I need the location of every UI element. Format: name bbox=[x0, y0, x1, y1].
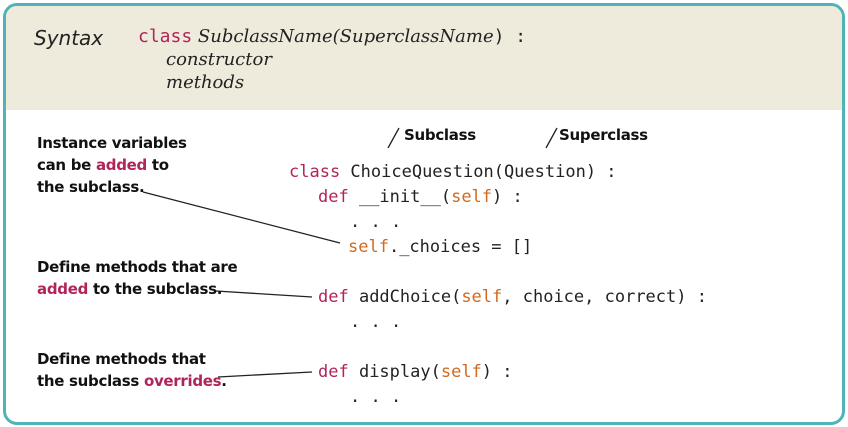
define-added-note: Define methods that are added to the sub… bbox=[37, 258, 238, 298]
code-display-line: def display(self) : bbox=[318, 362, 513, 382]
subclass-name: SubclassName bbox=[197, 26, 333, 47]
code-ellipsis-2: . . . bbox=[350, 312, 402, 332]
code-addchoice-line: def addChoice(self, choice, correct) : bbox=[318, 287, 707, 307]
syntax-constructor: constructor bbox=[166, 49, 272, 70]
instance-vars-note: Instance variables can be added to the s… bbox=[37, 134, 187, 196]
superclass-pointer bbox=[545, 127, 558, 149]
subclass-pointer bbox=[387, 127, 400, 149]
code-init-line: def __init__(self) : bbox=[318, 187, 523, 207]
instance-vars-leader bbox=[142, 191, 341, 244]
subclass-callout: Subclass bbox=[404, 126, 476, 144]
code-class-line: class ChoiceQuestion(Question) : bbox=[289, 162, 617, 182]
superclass-name: SuperclassName bbox=[339, 26, 494, 47]
syntax-header: Syntax class SubclassName(SuperclassName… bbox=[6, 6, 842, 110]
define-added-leader bbox=[215, 290, 313, 298]
syntax-box: Syntax class SubclassName(SuperclassName… bbox=[3, 3, 845, 425]
syntax-methods: methods bbox=[166, 72, 245, 93]
define-overrides-note: Define methods that the subclass overrid… bbox=[37, 350, 227, 390]
code-ellipsis-1: . . . bbox=[350, 212, 402, 232]
syntax-class-line: class SubclassName(SuperclassName) : bbox=[138, 26, 527, 47]
code-ellipsis-3: . . . bbox=[350, 387, 402, 407]
define-overrides-leader bbox=[217, 371, 313, 378]
class-keyword: class bbox=[138, 26, 193, 47]
code-choices-line: self._choices = [] bbox=[348, 237, 533, 257]
superclass-callout: Superclass bbox=[559, 126, 648, 144]
syntax-label: Syntax bbox=[34, 26, 104, 50]
